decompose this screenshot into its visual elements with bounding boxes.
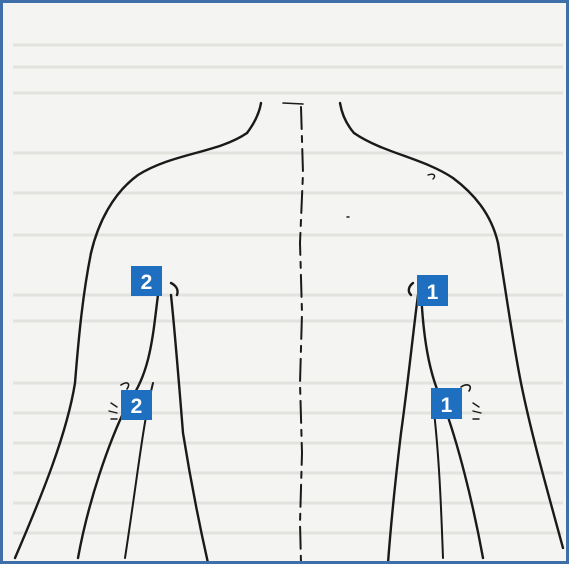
shoulder-right-accent bbox=[428, 174, 435, 179]
marker-label: 1 bbox=[427, 281, 439, 304]
armpit-right-mark bbox=[409, 283, 413, 295]
forearm-right-second-outline bbox=[433, 403, 443, 558]
shoulder-right-outline bbox=[354, 133, 498, 243]
neck-base-mark bbox=[283, 103, 303, 104]
elbow-right-tick-2 bbox=[473, 403, 481, 419]
marker-label: 2 bbox=[131, 395, 143, 418]
body-right-contour bbox=[388, 295, 418, 563]
armpit-left-mark bbox=[171, 283, 178, 295]
arm-right-inner-outline bbox=[421, 291, 483, 558]
marker-label: 1 bbox=[441, 394, 453, 417]
elbow-right-tick-1 bbox=[461, 385, 470, 391]
elbow-left-tick-2 bbox=[109, 403, 117, 419]
spine-line bbox=[300, 107, 303, 563]
neck-left-line bbox=[247, 103, 261, 133]
arm-left-inner-outline bbox=[78, 295, 158, 558]
neck-right-line bbox=[340, 103, 354, 133]
marker-right-arm-lower: 2 bbox=[121, 390, 152, 420]
marker-label: 2 bbox=[141, 271, 153, 294]
elbow-left-tick-1 bbox=[121, 383, 129, 389]
marker-right-arm-upper: 2 bbox=[131, 266, 162, 296]
marker-left-arm-upper: 1 bbox=[417, 275, 448, 306]
marker-left-arm-lower: 1 bbox=[431, 388, 462, 419]
background-texture bbox=[13, 45, 563, 533]
body-left-contour bbox=[171, 295, 208, 563]
torso-arms-drawing: 2 2 1 1 bbox=[3, 3, 569, 564]
arm-left-outer-outline bbox=[15, 253, 91, 558]
